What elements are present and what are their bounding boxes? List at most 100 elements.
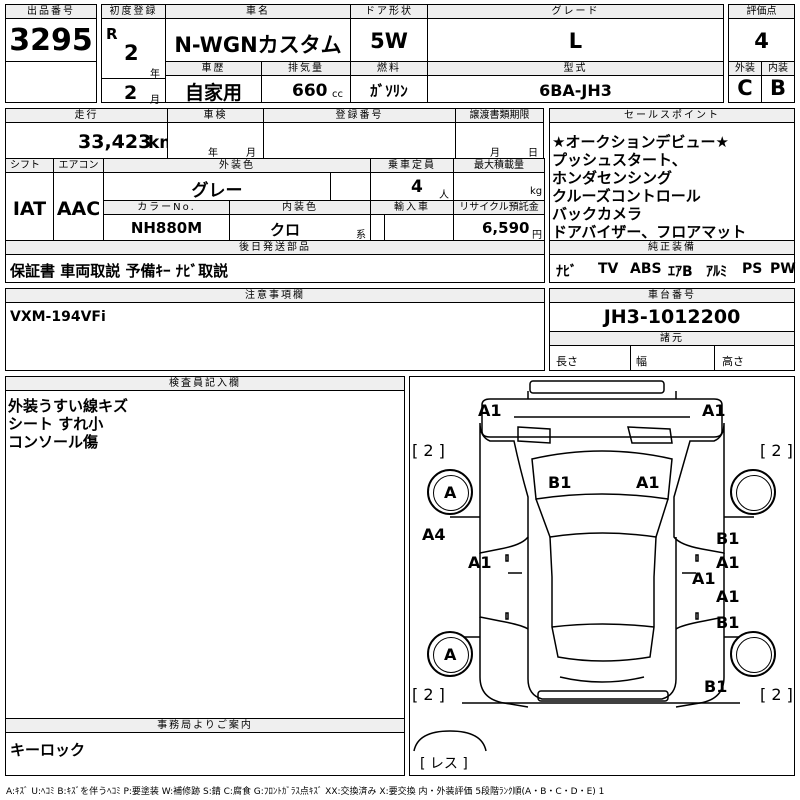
- year-unit: 年: [150, 69, 160, 80]
- color-number-label: カラーNo.: [104, 201, 229, 215]
- first-registration-label: 初度登録: [102, 5, 165, 19]
- lot-number: 3295: [9, 23, 93, 58]
- office-label: 事務局よりご案内: [6, 719, 404, 733]
- grade-cell: グレード L: [427, 4, 724, 62]
- door-type: 5W: [370, 29, 408, 53]
- equipment-item: ABS: [630, 261, 662, 277]
- equipment-item: PW: [770, 261, 796, 277]
- mark-front-right: A1: [702, 401, 726, 420]
- parts-cell: 後日発送部品 保証書 車両取説 予備ｷｰ ﾅﾋﾞ取説: [5, 240, 545, 283]
- mark-spare-tire: [ レス ]: [420, 756, 468, 772]
- mark-right-a1a: A1: [716, 553, 740, 572]
- color-number-cell: カラーNo. NH880M: [103, 200, 230, 241]
- selling-point: バックカメラ: [552, 205, 643, 223]
- max-load-cell: 最大積載量 kg: [453, 158, 545, 201]
- lot-number-cell: 出品番号 3295: [5, 4, 97, 62]
- equipment-item: TV: [598, 261, 619, 277]
- max-load-unit: kg: [530, 186, 543, 197]
- registration-number-label: 登録番号: [264, 109, 455, 123]
- office-text: キーロック: [10, 741, 86, 759]
- mark-left-door: A1: [468, 553, 492, 572]
- recycle-unit: 円: [532, 230, 542, 241]
- exterior-color: グレー: [191, 181, 243, 201]
- car-name: N-WGNカスタム: [174, 33, 342, 57]
- month-unit: 月: [150, 95, 160, 106]
- history: 自家用: [184, 82, 242, 104]
- mark-hood-b1: B1: [548, 473, 572, 492]
- history-cell: 車歴 自家用: [165, 61, 262, 104]
- inspector-note: コンソール傷: [8, 433, 99, 451]
- score-label: 評価点: [729, 5, 794, 19]
- transfer-deadline-label: 譲渡書類期限: [456, 109, 543, 123]
- capacity-unit: 人: [439, 190, 449, 201]
- tire-front-left: [427, 469, 473, 515]
- equipment-item: ﾅﾋﾞ: [556, 264, 577, 280]
- exterior-label: 外装: [729, 62, 761, 76]
- tire-rear-right: [730, 631, 776, 677]
- grade: L: [568, 29, 583, 53]
- max-load-label: 最大積載量: [454, 159, 544, 173]
- registration-year: 2: [124, 41, 139, 65]
- mark-tire-front-right: [ 2 ]: [760, 441, 793, 460]
- spec-height: 高さ: [722, 355, 744, 368]
- first-registration-cell: 初度登録 R 2 年 2 月: [101, 4, 166, 106]
- exterior-color-cell: 外装色 グレー: [103, 158, 371, 201]
- shift: IAT: [12, 198, 47, 220]
- equipment-item: ｴｱB: [668, 264, 693, 280]
- shift-cell: シフト IAT: [5, 158, 54, 241]
- model: 6BA-JH3: [539, 81, 612, 100]
- score: 4: [754, 29, 769, 53]
- displacement-label: 排気量: [262, 62, 350, 76]
- mark-front-left: A1: [478, 401, 502, 420]
- parts-text: 保証書 車両取説 予備ｷｰ ﾅﾋﾞ取説: [10, 262, 229, 280]
- mileage-cell: 走行 33,423 km: [5, 108, 177, 159]
- selling-point: ★オークションデビュー★: [552, 133, 729, 151]
- inspector-cell: 検査員記入欄 外装うすい線キズ シート すれ小 コンソール傷: [5, 376, 405, 719]
- notes-cell: 注意事項欄 VXM-194VFi: [5, 288, 545, 371]
- selling-point: ドアバイザー、フロアマット: [552, 223, 747, 241]
- transfer-month-unit: 月: [490, 148, 500, 159]
- interior-color-unit: 系: [356, 230, 366, 241]
- era: R: [106, 25, 118, 43]
- lot-number-blank: [5, 61, 97, 103]
- selling-points-cell: セールスポイント ★オークションデビュー★ プッシュスタート、 ホンダセンシング…: [549, 108, 795, 241]
- displacement: 660: [292, 81, 328, 101]
- exterior-color-label: 外装色: [104, 159, 370, 173]
- mark-right-b1b: B1: [716, 613, 740, 632]
- equipment-label: 純正装備: [550, 241, 794, 255]
- chassis-number: JH3-1012200: [603, 306, 741, 328]
- import-label: 輸入車: [371, 201, 453, 215]
- registration-month: 2: [124, 82, 138, 104]
- air-conditioner: AAC: [56, 198, 101, 220]
- mark-right-b1a: B1: [716, 529, 740, 548]
- fuel-cell: 燃料 ｶﾞｿﾘﾝ: [350, 61, 428, 103]
- recycle-cell: リサイクル預託金 6,590 円: [453, 200, 545, 241]
- displacement-cell: 排気量 660 cc: [261, 61, 351, 103]
- mark-tire-rear-left: [ 2 ]: [412, 685, 445, 704]
- interior-label: 内装: [762, 62, 794, 76]
- selling-points-label: セールスポイント: [550, 109, 794, 123]
- damage-diagram: A1 A1 [ 2 ] [ 2 ] A B1 A1 A4 A1 B1 A1 A1…: [409, 376, 795, 776]
- equipment-item: PS: [742, 261, 763, 277]
- interior-score-cell: 内装 B: [761, 61, 795, 103]
- model-label: 型式: [428, 62, 723, 76]
- ac-label: エアコン: [54, 159, 103, 173]
- parts-label: 後日発送部品: [6, 241, 544, 255]
- equipment-cell: 純正装備 ﾅﾋﾞ TV ABS ｴｱB ｱﾙﾐ PS PW: [549, 240, 796, 283]
- capacity: 4: [411, 177, 423, 197]
- mark-right-a1b: A1: [692, 569, 716, 588]
- transfer-deadline-cell: 譲渡書類期限 月 日: [455, 108, 544, 159]
- import-cell: 輸入車: [370, 200, 454, 241]
- car-name-cell: 車名 N-WGNカスタム: [165, 4, 351, 62]
- shift-label: シフト: [6, 159, 53, 173]
- inspection-cell: 車検 年 月: [167, 108, 264, 159]
- interior-color-label: 内装色: [230, 201, 370, 215]
- inspector-note: シート すれ小: [8, 415, 104, 433]
- door-cell: ドア形状 5W: [350, 4, 428, 62]
- selling-point: ホンダセンシング: [552, 169, 673, 187]
- fuel-label: 燃料: [351, 62, 427, 76]
- mark-left-side: A4: [422, 525, 446, 544]
- inspection-label: 車検: [168, 109, 263, 123]
- office-cell: 事務局よりご案内 キーロック: [5, 718, 405, 776]
- spec-width: 幅: [636, 355, 647, 368]
